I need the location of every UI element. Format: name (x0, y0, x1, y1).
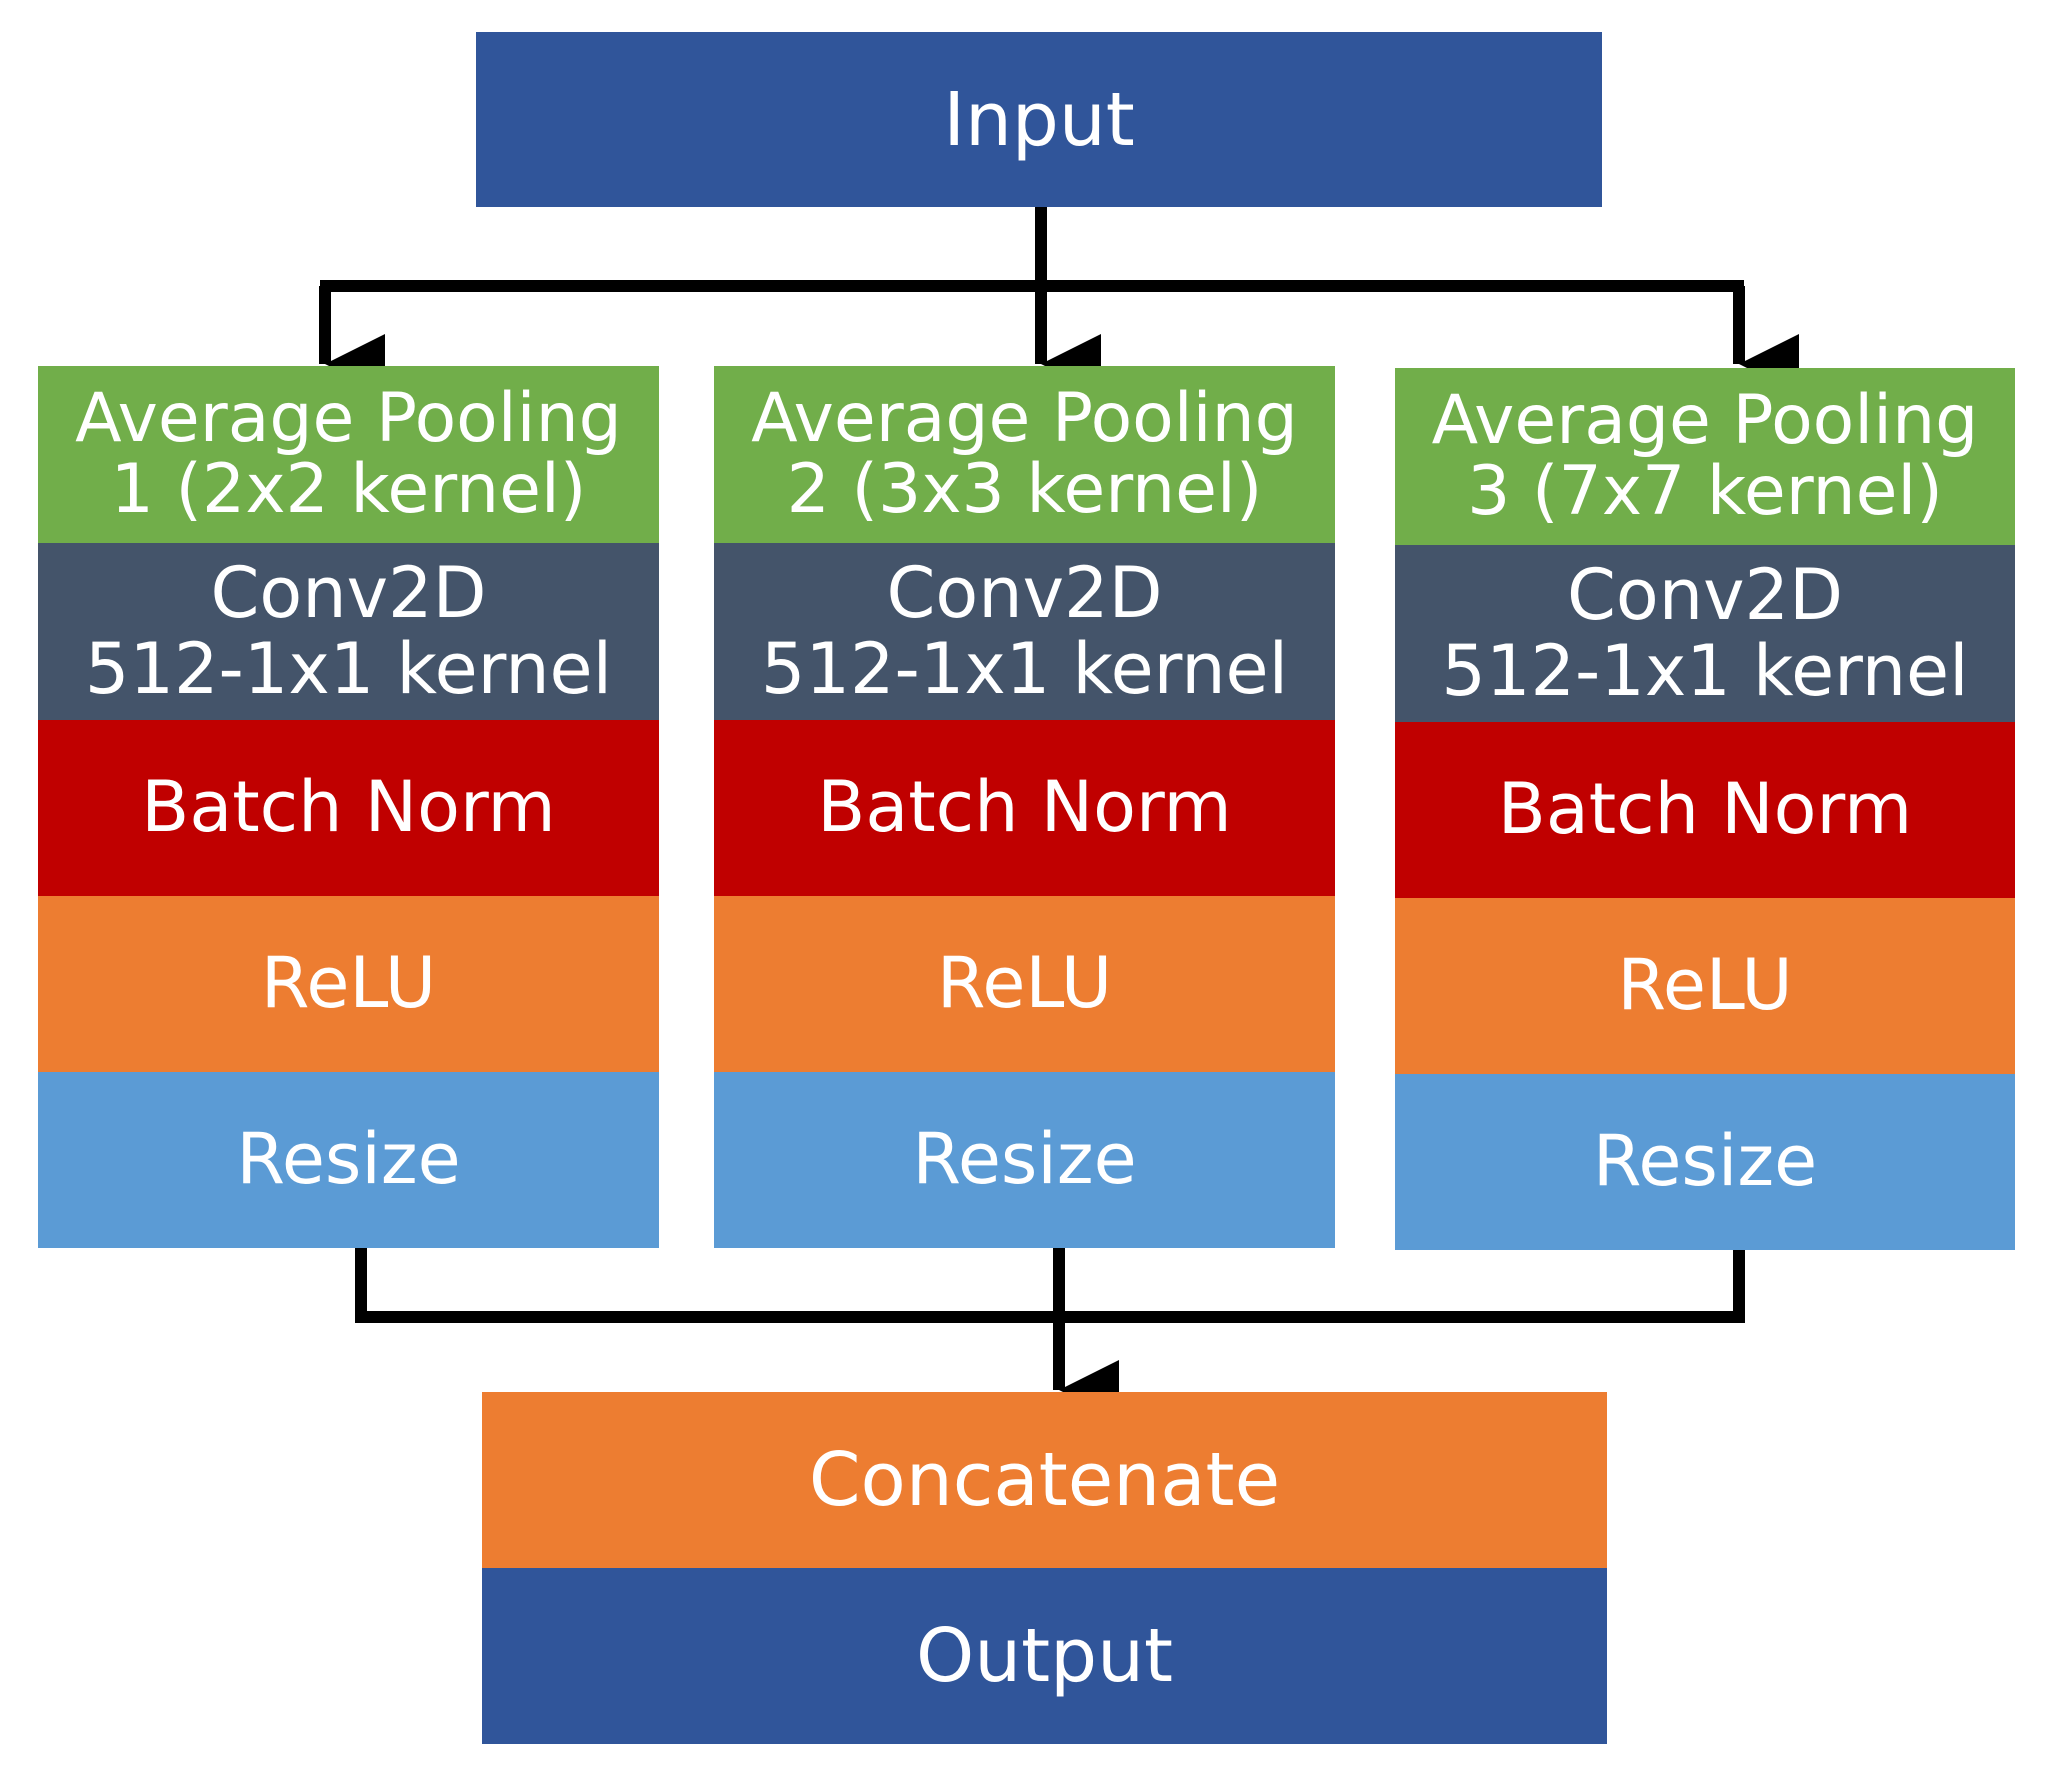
relu-block: ReLU (38, 896, 659, 1072)
input-block: Input (476, 32, 1602, 207)
branch-3: Average Pooling 3 (7x7 kernel) Conv2D 51… (1395, 368, 2015, 1250)
conv2d-block: Conv2D 512-1x1 kernel (38, 543, 659, 720)
conv2d-block: Conv2D 512-1x1 kernel (1395, 545, 2015, 722)
relu-label: ReLU (260, 942, 437, 1025)
conv-title: Conv2D (210, 551, 487, 634)
relu-label: ReLU (936, 942, 1113, 1025)
conv-spec: 512-1x1 kernel (760, 627, 1289, 710)
branch-2: Average Pooling 2 (3x3 kernel) Conv2D 51… (714, 366, 1335, 1248)
pool-kernel: 1 (2x2 kernel) (110, 449, 587, 529)
resize-block: Resize (1395, 1074, 2015, 1250)
resize-label: Resize (1592, 1120, 1818, 1203)
output-block: Output (482, 1568, 1607, 1744)
branch-1: Average Pooling 1 (2x2 kernel) Conv2D 51… (38, 366, 659, 1248)
resize-label: Resize (912, 1118, 1137, 1201)
conv2d-block: Conv2D 512-1x1 kernel (714, 543, 1335, 720)
conv-title: Conv2D (886, 551, 1163, 634)
output-label: Output (915, 1613, 1174, 1699)
relu-block: ReLU (714, 896, 1335, 1072)
batch-norm-block: Batch Norm (1395, 722, 2015, 898)
relu-label: ReLU (1617, 944, 1793, 1027)
batch-norm-block: Batch Norm (714, 720, 1335, 896)
batch-norm-block: Batch Norm (38, 720, 659, 896)
pool-kernel: 3 (7x7 kernel) (1467, 451, 1943, 531)
resize-block: Resize (38, 1072, 659, 1248)
conv-title: Conv2D (1567, 553, 1843, 636)
average-pooling-1-block: Average Pooling 1 (2x2 kernel) (38, 366, 659, 543)
conv-spec: 512-1x1 kernel (1441, 629, 1969, 712)
input-label: Input (943, 76, 1135, 163)
concatenate-label: Concatenate (808, 1437, 1281, 1523)
pool-title: Average Pooling (1431, 380, 1979, 460)
batch-norm-label: Batch Norm (817, 766, 1232, 849)
pool-title: Average Pooling (75, 378, 622, 458)
batch-norm-label: Batch Norm (141, 766, 556, 849)
resize-label: Resize (236, 1118, 461, 1201)
pool-title: Average Pooling (751, 378, 1298, 458)
relu-block: ReLU (1395, 898, 2015, 1074)
concatenate-block: Concatenate (482, 1392, 1607, 1568)
batch-norm-label: Batch Norm (1497, 768, 1913, 851)
average-pooling-3-block: Average Pooling 3 (7x7 kernel) (1395, 368, 2015, 545)
average-pooling-2-block: Average Pooling 2 (3x3 kernel) (714, 366, 1335, 543)
resize-block: Resize (714, 1072, 1335, 1248)
conv-spec: 512-1x1 kernel (84, 627, 613, 710)
pool-kernel: 2 (3x3 kernel) (786, 449, 1263, 529)
